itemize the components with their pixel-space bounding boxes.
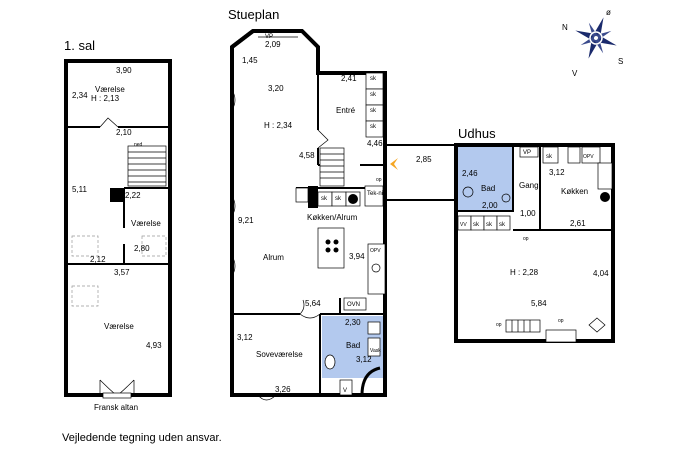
- ff-room1-name: Værelse: [95, 85, 125, 94]
- gf-sk-2: sk: [370, 92, 377, 98]
- counter-right: [367, 243, 386, 295]
- gf-bedroom: Soveværelse: [256, 350, 303, 359]
- ff-room3-name: Værelse: [104, 322, 134, 331]
- gf-sk-5: sk: [321, 196, 328, 202]
- ground-floor-title: Stueplan: [228, 7, 279, 22]
- ob-sk-2: sk: [486, 222, 493, 228]
- ff-room1-height: H : 2,13: [91, 94, 120, 103]
- compass-rose: [575, 17, 617, 59]
- gf-opv: OPV: [370, 248, 381, 254]
- ff-dim-left-top: 2,34: [72, 91, 88, 100]
- ob-op-2: op: [496, 322, 502, 328]
- ob-dim-kitchen-bottom: 2,61: [570, 219, 586, 228]
- gf-dim-entrance-top: 2,41: [341, 74, 357, 83]
- ob-sk-3: sk: [499, 222, 506, 228]
- ff-balcony: Fransk altan: [94, 403, 138, 412]
- gf-sk-4: sk: [370, 124, 377, 130]
- ob-dim-gang: 1,00: [520, 209, 536, 218]
- gf-dim-living-upper: 3,20: [268, 84, 284, 93]
- gf-living: Alrum: [263, 253, 284, 262]
- ob-op-1: op: [523, 236, 529, 242]
- gf-sk-3: sk: [370, 108, 377, 114]
- first-floor-plan: 3,90 Værelse H : 2,13 2,34 2,10 ned 5,11…: [64, 59, 172, 412]
- oven: [343, 297, 367, 311]
- compass-v: V: [572, 69, 578, 78]
- ff-room2-name: Værelse: [131, 219, 161, 228]
- outbuilding-plan: 2,46 Bad 2,00 VP Gang sk OPV 3,12 Køkken…: [454, 143, 615, 343]
- ob-dim-kitchen: 3,12: [549, 168, 565, 177]
- compass-o: ø: [606, 8, 611, 17]
- gf-entrance: Entré: [336, 106, 356, 115]
- gf-dim-bed-side: 3,12: [237, 333, 253, 342]
- ff-dim-left-mid: 5,11: [72, 185, 88, 194]
- stair-ground-floor: [308, 147, 345, 208]
- entrance-arrow-icon: [390, 158, 398, 170]
- gf-dim-bath-side: 3,12: [356, 355, 372, 364]
- compass-n: N: [562, 23, 568, 32]
- stair-first-floor: [110, 145, 167, 202]
- gf-ovn: OVN: [347, 302, 360, 308]
- entrance-closets: [365, 72, 384, 138]
- gf-dim-bed-bottom: 3,26: [275, 385, 291, 394]
- ob-opv: OPV: [583, 154, 594, 160]
- gf-vp: VP: [265, 34, 273, 40]
- outbuilding-closets: [457, 215, 511, 231]
- ff-dim-stair-width: 2,10: [116, 128, 132, 137]
- ob-dim-width: 5,84: [531, 299, 547, 308]
- gf-dim-bath-top: 2,30: [345, 318, 361, 327]
- gf-dim-kitchen-side: 3,94: [349, 252, 365, 261]
- ff-dim-room2-top: 2,22: [125, 191, 141, 200]
- kitchen-counter: [295, 185, 384, 207]
- first-floor-title: 1. sal: [64, 38, 95, 53]
- ob-sk: sk: [546, 154, 553, 160]
- ground-bathroom: [322, 316, 383, 396]
- gf-op: op: [376, 177, 382, 183]
- disclaimer: Vejledende tegning uden ansvar.: [62, 432, 222, 444]
- compass-s: S: [618, 57, 623, 66]
- ff-dim-bottom-room-top: 3,57: [114, 268, 130, 277]
- ob-op-3: op: [558, 318, 564, 324]
- ob-gang: Gang: [519, 181, 539, 190]
- ob-sk-1: sk: [473, 222, 480, 228]
- gf-bath: Bad: [346, 341, 360, 350]
- ff-dim-top: 3,90: [116, 66, 132, 75]
- gf-sk-6: sk: [335, 196, 342, 202]
- gf-dim-entrance-side: 4,46: [367, 139, 383, 148]
- ob-vv: VV: [460, 222, 467, 228]
- gf-kitchen: Køkken/Alrum: [307, 213, 358, 222]
- gf-dim-stair: 4,58: [299, 151, 315, 160]
- ff-dim-room2-side: 2,80: [134, 244, 150, 253]
- gf-dim-outside: 2,85: [416, 155, 432, 164]
- ob-dim-bath-side: 2,46: [462, 169, 478, 178]
- ff-dim-hall: 2,12: [90, 255, 106, 264]
- ground-floor-plan: VP 2,09 1,45 3,20 H : 2,34 2,41 Entré 4,…: [230, 29, 387, 401]
- gf-dim-living-side: 9,21: [238, 216, 254, 225]
- gf-dim-bay: 2,09: [265, 40, 281, 49]
- ob-kitchen: Køkken: [561, 187, 588, 196]
- ob-vp: VP: [523, 150, 531, 156]
- gf-dim-top-left: 1,45: [242, 56, 258, 65]
- gf-sk-1: sk: [370, 76, 377, 82]
- ff-stair-label: ned: [134, 142, 143, 148]
- ff-dim-room3-side: 4,93: [146, 341, 162, 350]
- ob-height: H : 2,28: [510, 268, 539, 277]
- ob-dim-bath-bottom: 2,00: [482, 201, 498, 210]
- outbuilding-title: Udhus: [458, 126, 496, 141]
- gf-vask: Vask: [370, 348, 381, 354]
- gf-v: V: [343, 388, 347, 394]
- gf-teknik: Tek-nik: [367, 191, 387, 197]
- ob-dim-side: 4,04: [593, 269, 609, 278]
- ob-bath: Bad: [481, 184, 495, 193]
- gf-height: H : 2,34: [264, 121, 293, 130]
- gf-dim-bottom: 5,64: [305, 299, 321, 308]
- kitchen-island: [317, 227, 345, 269]
